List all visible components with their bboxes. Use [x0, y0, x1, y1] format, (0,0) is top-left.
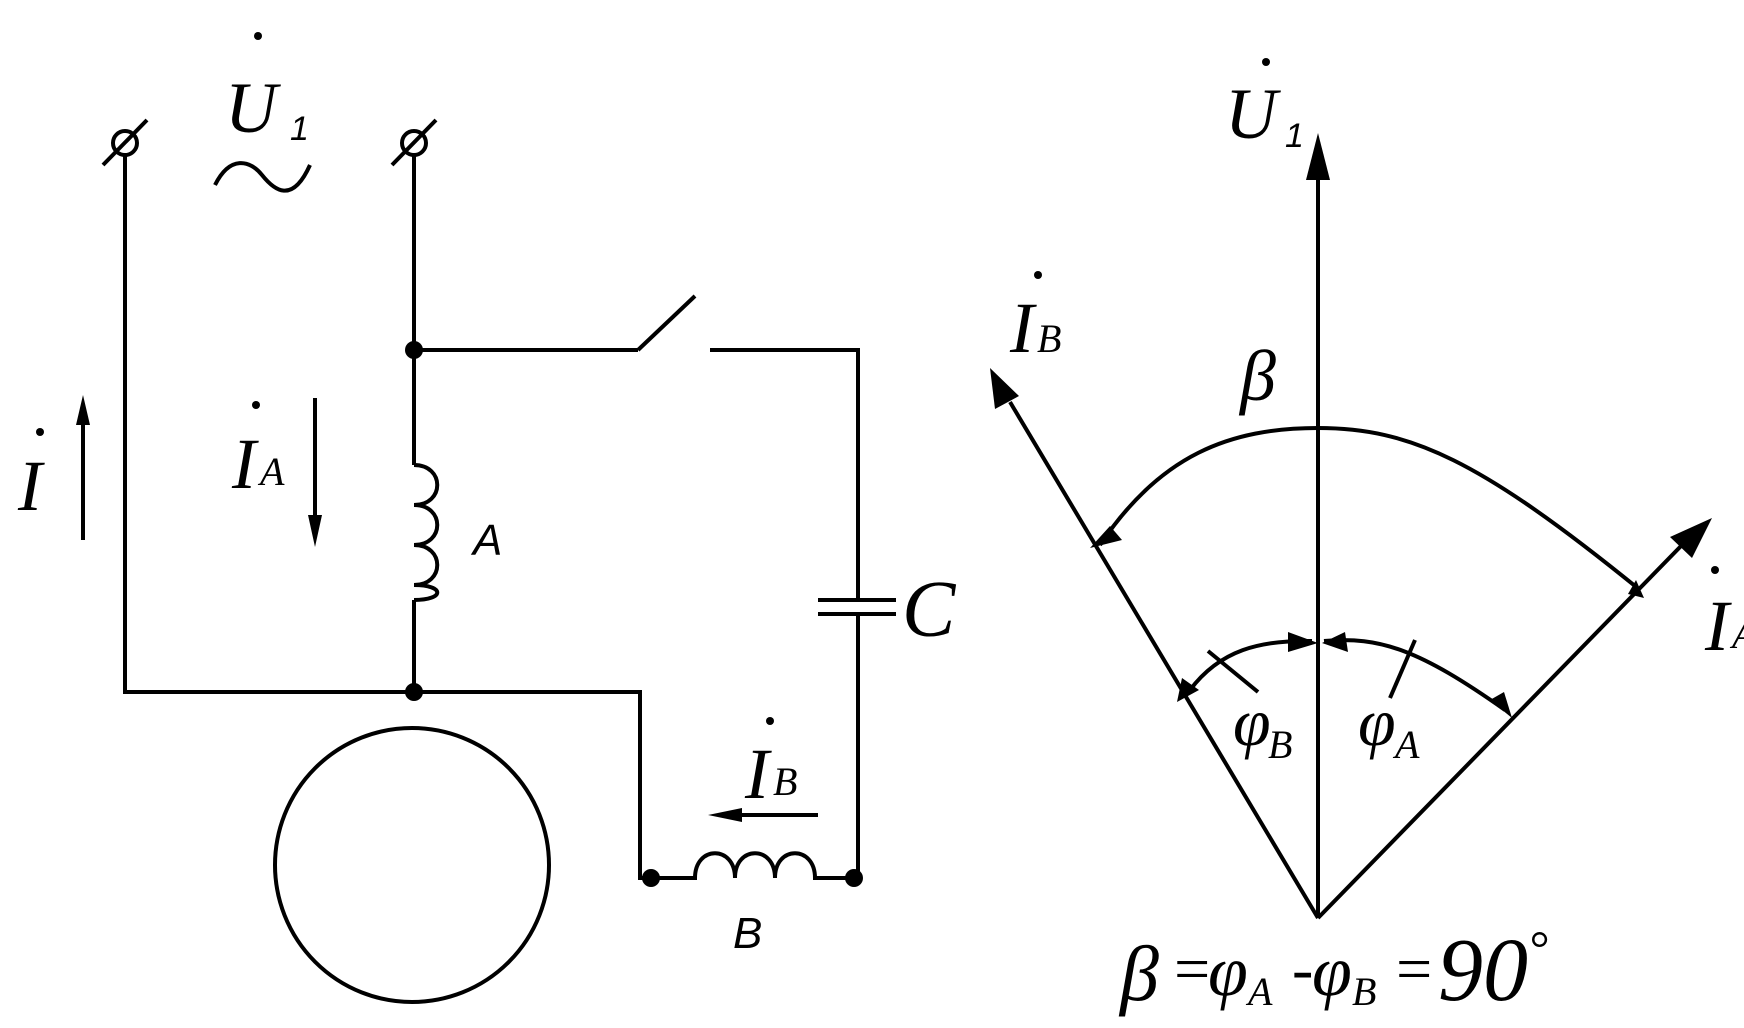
phi-b-arc [1177, 632, 1318, 702]
source-voltage-label: U 1 [225, 32, 309, 148]
current-b-arrow [708, 808, 818, 822]
winding-a-label: A [470, 516, 502, 565]
svg-text:U: U [1225, 74, 1281, 154]
svg-text:A: A [1245, 969, 1273, 1014]
svg-text:B: B [1352, 969, 1376, 1014]
current-b-label: I B [744, 717, 797, 814]
svg-text:1: 1 [1285, 117, 1304, 155]
svg-text:B: B [1268, 722, 1292, 767]
svg-text:U: U [225, 68, 281, 148]
wire-left-supply [123, 155, 660, 880]
phasor-ia-label: I A [1704, 566, 1744, 666]
phasor-ib-label: I B [1009, 271, 1061, 368]
formula: β = φ A - φ B = 90 ° [1118, 920, 1548, 1020]
svg-text:90: 90 [1438, 921, 1528, 1020]
svg-text:A: A [1392, 722, 1420, 767]
capacitor-label: C [902, 566, 957, 654]
winding-b-coil [660, 851, 858, 880]
circuit-schematic: U 1 A C B [17, 32, 957, 1004]
svg-text:I: I [1009, 288, 1037, 368]
svg-text:φ: φ [1358, 684, 1396, 760]
svg-text:φ: φ [1208, 931, 1248, 1011]
beta-arc [1090, 425, 1644, 598]
svg-text:=: = [1392, 933, 1435, 1004]
svg-text:φ: φ [1312, 931, 1352, 1011]
phi-a-label: φ A [1358, 684, 1420, 767]
total-current-arrow [76, 395, 90, 540]
winding-b-label: B [733, 909, 762, 958]
svg-text:1: 1 [290, 110, 309, 148]
svg-text:I: I [231, 424, 259, 504]
svg-text:=: = [1170, 933, 1213, 1004]
motor-rotor [273, 726, 551, 1004]
phasor-diagram: U 1 I B I A β [990, 58, 1744, 1020]
svg-text:A: A [1729, 612, 1744, 657]
ac-symbol [213, 161, 312, 193]
phasor-u1-label: U 1 [1225, 58, 1304, 155]
capacitor [818, 598, 896, 878]
switch [414, 294, 860, 598]
phasor-ia [1316, 518, 1712, 920]
winding-a-coil [413, 463, 440, 602]
phi-a-arc [1322, 632, 1512, 718]
junction-b-right [845, 869, 863, 887]
current-a-label: I A [231, 401, 285, 504]
svg-text:B: B [1037, 316, 1061, 361]
svg-text:A: A [257, 449, 285, 494]
svg-text:-: - [1292, 933, 1313, 1004]
current-a-arrow [308, 398, 322, 547]
junction-b-left [642, 869, 660, 887]
svg-text:B: B [773, 759, 797, 804]
total-current-label: I [17, 428, 45, 526]
svg-text:φ: φ [1233, 684, 1271, 760]
phi-b-label: φ B [1233, 684, 1292, 767]
svg-text:I: I [17, 446, 45, 526]
beta-label: β [1238, 336, 1276, 416]
junction-bottom [405, 683, 423, 701]
svg-text:°: ° [1528, 920, 1548, 976]
phasor-ib [990, 368, 1320, 920]
svg-text:I: I [744, 734, 772, 814]
svg-text:I: I [1704, 586, 1732, 666]
phasor-u1 [1306, 133, 1330, 918]
svg-text:β: β [1118, 930, 1159, 1017]
